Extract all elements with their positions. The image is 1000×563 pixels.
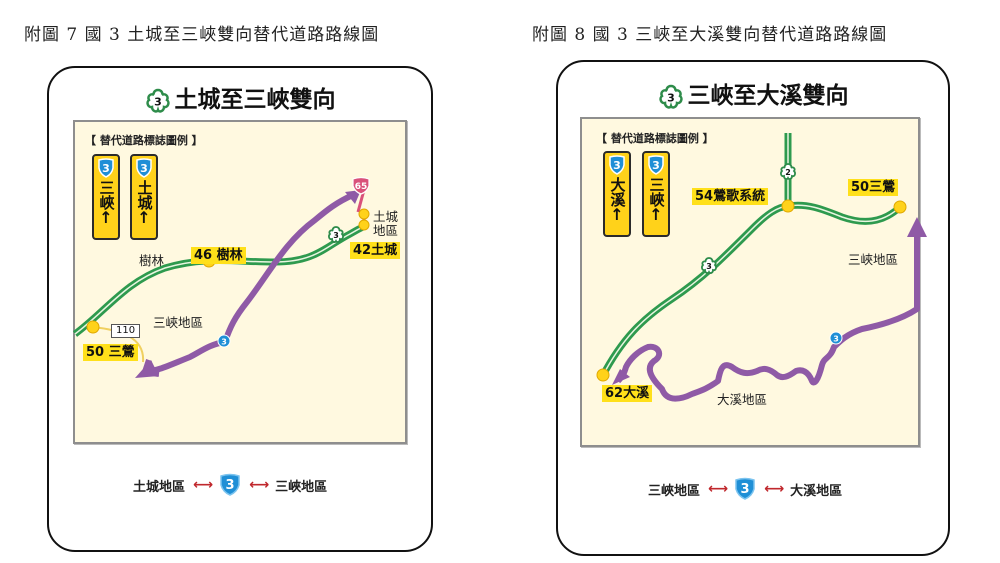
svg-text:3: 3 (741, 482, 750, 497)
legend-title: 【 替代道路標誌圖例 】 (596, 132, 714, 145)
svg-text:3: 3 (613, 159, 621, 172)
figure-8-title-text: 三峽至大溪雙向 (687, 83, 849, 109)
freeway-3-flower-icon: 3 (701, 257, 717, 274)
arrowhead-icon (135, 360, 159, 378)
interchange-42-label: 42土城 (350, 242, 401, 259)
interchange-42-marker (358, 219, 370, 231)
up-arrow-icon: ↑ (137, 208, 151, 227)
double-arrow-icon: ⟷ (708, 481, 728, 497)
figure-8-caption: 附圖 8 國 3 三峽至大溪雙向替代道路路線圖 (532, 25, 888, 45)
freeway-3-shield-icon: 3 (220, 473, 240, 496)
sanxia-area-label: 三峽地區 (153, 315, 204, 330)
legend-sign-daxi: 3 大溪 ↑ (603, 151, 631, 237)
figure-8-map: 【 替代道路標誌圖例 】 3 大溪 ↑ 3 三峽 ↑ (580, 117, 927, 447)
figure-7-panel: 3 土城至三峽雙向 【 替代道路標誌圖例 】 3 三峽 ↑ 3 土城 ↑ (47, 66, 433, 552)
svg-text:3: 3 (140, 162, 148, 175)
figure-7-title: 3 土城至三峽雙向 (49, 80, 431, 114)
sign-destination: 三峽 (97, 180, 116, 210)
freeway-3-flower-icon: 3 (328, 226, 344, 243)
sign-destination: 大溪 (608, 177, 627, 207)
svg-text:3: 3 (221, 338, 227, 347)
sign-destination: 三峽 (647, 177, 666, 207)
tucheng-area-label-1: 土城 (373, 209, 399, 224)
route-110-label: 110 (111, 324, 141, 338)
figure-8-footer: 三峽地區 ⟷ 3 ⟷ 大溪地區 (648, 477, 842, 501)
interchange-50-label: 50 三鶯 (83, 344, 138, 361)
double-arrow-icon: ⟷ (764, 481, 784, 497)
svg-text:3: 3 (226, 478, 235, 493)
footer-from: 土城地區 (133, 479, 186, 495)
freeway-3-shield-icon: 3 (648, 155, 664, 175)
legend-sign-tucheng: 3 土城 ↑ (130, 154, 158, 240)
svg-text:2: 2 (785, 168, 791, 177)
svg-text:3: 3 (102, 162, 110, 175)
up-arrow-icon: ↑ (649, 205, 663, 224)
svg-text:3: 3 (833, 335, 839, 344)
figure-8-panel: 3 三峽至大溪雙向 【 替代道路標誌圖例 】 3 大溪 ↑ 3 三峽 ↑ (556, 60, 950, 556)
figure-8-title: 3 三峽至大溪雙向 (558, 76, 948, 110)
sanxia-area-label: 三峽地區 (848, 252, 899, 267)
interchange-54-label: 54鶯歌系統 (692, 188, 769, 205)
double-arrow-icon: ⟷ (249, 477, 269, 493)
footer-to: 大溪地區 (790, 483, 843, 499)
up-arrow-icon: ↑ (610, 205, 624, 224)
interchange-62-marker (596, 368, 610, 382)
tucheng-junction-marker (358, 208, 370, 220)
alt-route-3-shield-icon: 3 (217, 334, 231, 348)
tucheng-area-label-2: 地區 (373, 223, 399, 238)
svg-text:65: 65 (355, 182, 368, 192)
legend-title: 【 替代道路標誌圖例 】 (85, 134, 203, 147)
interchange-50-marker (86, 320, 100, 334)
freeway-3-shield-icon: 3 (609, 155, 625, 175)
figure-7-caption: 附圖 7 國 3 土城至三峽雙向替代道路路線圖 (24, 25, 380, 45)
figure-7-title-text: 土城至三峽雙向 (174, 87, 336, 113)
svg-text:3: 3 (154, 95, 162, 108)
interchange-50-label: 50三鶯 (848, 179, 899, 196)
legend-sign-sanxia: 3 三峽 ↑ (642, 151, 670, 237)
legend-sign-sanxia: 3 三峽 ↑ (92, 154, 120, 240)
alt-route-3-shield-icon: 3 (829, 331, 843, 345)
flower-route-3-icon: 3 (658, 84, 683, 109)
sign-destination: 土城 (135, 180, 154, 210)
arrowhead-icon (612, 369, 630, 385)
interchange-54-marker (781, 199, 795, 213)
interchange-62-label: 62大溪 (602, 385, 653, 402)
daxi-area-label: 大溪地區 (717, 392, 768, 407)
freeway-3-shield-icon: 3 (98, 158, 114, 178)
shulin-area-label: 樹林 (139, 253, 165, 268)
footer-to: 三峽地區 (275, 479, 328, 495)
freeway-3-shield-icon: 3 (735, 477, 755, 500)
route-65-shield-icon: 65 (352, 176, 370, 195)
interchange-46-label: 46 樹林 (191, 247, 246, 264)
figure-7-map: 【 替代道路標誌圖例 】 3 三峽 ↑ 3 土城 ↑ (72, 120, 407, 444)
freeway-3-shield-icon: 3 (136, 158, 152, 178)
up-arrow-icon: ↑ (99, 208, 113, 227)
double-arrow-icon: ⟷ (193, 477, 213, 493)
interchange-50-marker (893, 200, 907, 214)
footer-from: 三峽地區 (648, 483, 701, 499)
figure-7-footer: 土城地區 ⟷ 3 ⟷ 三峽地區 (133, 473, 327, 497)
svg-text:3: 3 (652, 159, 660, 172)
flower-route-3-icon: 3 (145, 88, 170, 113)
figure-8-road-network: 2 3 3 (596, 133, 927, 402)
freeway-2-flower-icon: 2 (780, 163, 796, 180)
arrowhead-icon (345, 190, 361, 204)
svg-text:3: 3 (667, 91, 675, 104)
figure-7-road-network: 3 65 3 (72, 176, 370, 378)
arrowhead-icon (907, 217, 927, 237)
svg-text:3: 3 (333, 231, 339, 240)
svg-text:3: 3 (706, 262, 712, 271)
